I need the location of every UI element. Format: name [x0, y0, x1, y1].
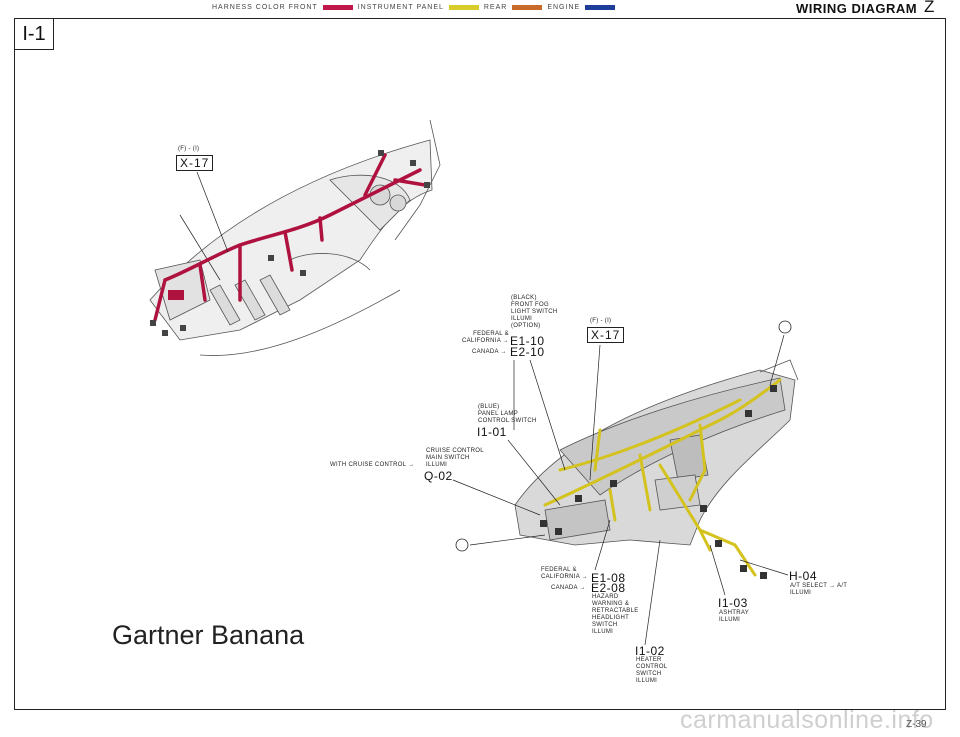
front-harness [153, 153, 427, 322]
caption-text: Gartner Banana [112, 620, 305, 650]
code-i1-03: I1-03 [718, 596, 748, 610]
legend-label-rear: REAR [483, 4, 508, 11]
instrument-harness [543, 378, 782, 577]
canada-label-2: CANADA → [551, 585, 586, 591]
instrument-connectors [540, 385, 777, 579]
code-i1-02: I1-02 [635, 644, 665, 658]
right-connector-code: X-17 [587, 327, 625, 343]
code-e2-08: E2-08 [591, 581, 626, 595]
front-connectors [150, 150, 430, 336]
harness-color-legend: HARNESS COLOR FRONT INSTRUMENT PANEL REA… [212, 4, 616, 11]
fog-light-label: (BLACK) FRONT FOG LIGHT SWITCH ILLUMI (O… [511, 295, 558, 329]
diagram-frame [14, 18, 946, 710]
instrument-panel-drawing [514, 359, 799, 546]
legend-label-engine: ENGINE [547, 4, 581, 11]
ashtray-label: ASHTRAY ILLUMI [719, 610, 749, 623]
code-h-04: H-04 [789, 569, 818, 583]
front-swatch [322, 5, 353, 10]
watermark: carmanualsonline.info [680, 706, 934, 734]
legend-label-front: HARNESS COLOR FRONT [212, 4, 318, 11]
code-i1-01: I1-01 [477, 425, 507, 439]
code-e1-10: E1-10 [510, 334, 545, 348]
federal-label-2: FEDERAL & CALIFORNIA → [541, 567, 588, 580]
page-title-suffix: Z [924, 0, 935, 16]
top-connector-small: (F) - (I) [178, 146, 200, 152]
cruise-label: CRUISE CONTROL MAIN SWITCH ILLUMI [426, 448, 484, 468]
header-bar: HARNESS COLOR FRONT INSTRUMENT PANEL REA… [0, 0, 960, 18]
right-connector-small: (F) - (I) [590, 318, 612, 324]
section-tag: I-1 [14, 18, 54, 50]
panel-lamp-label: (BLUE) PANEL LAMP CONTROL SWITCH [478, 404, 537, 424]
at-select-label: A/T SELECT → A/T ILLUMI [790, 583, 848, 596]
instrument-swatch [448, 5, 479, 10]
legend-label-instrument: INSTRUMENT PANEL [357, 4, 444, 11]
canada-label-1: CANADA → [472, 349, 507, 355]
heater-label: HEATER CONTROL SWITCH ILLUMI [636, 657, 668, 684]
code-e1-08: E1-08 [591, 571, 626, 585]
leader-lines [196, 171, 789, 646]
code-e2-10: E2-10 [510, 345, 545, 359]
page-title: WIRING DIAGRAM [796, 1, 918, 16]
engine-swatch [585, 5, 616, 10]
ground-symbols [455, 320, 792, 552]
cruise-prefix: WITH CRUISE CONTROL → [330, 462, 415, 468]
front-dashboard-drawing [149, 119, 441, 356]
hazard-label: HAZARD WARNING & RETRACTABLE HEADLIGHT S… [592, 594, 639, 635]
rear-swatch [512, 5, 543, 10]
top-connector-code: X-17 [176, 155, 214, 171]
code-q-02: Q-02 [424, 469, 453, 483]
page-number: Z-39 [906, 719, 927, 730]
federal-label-1: FEDERAL & CALIFORNIA → [462, 331, 509, 344]
